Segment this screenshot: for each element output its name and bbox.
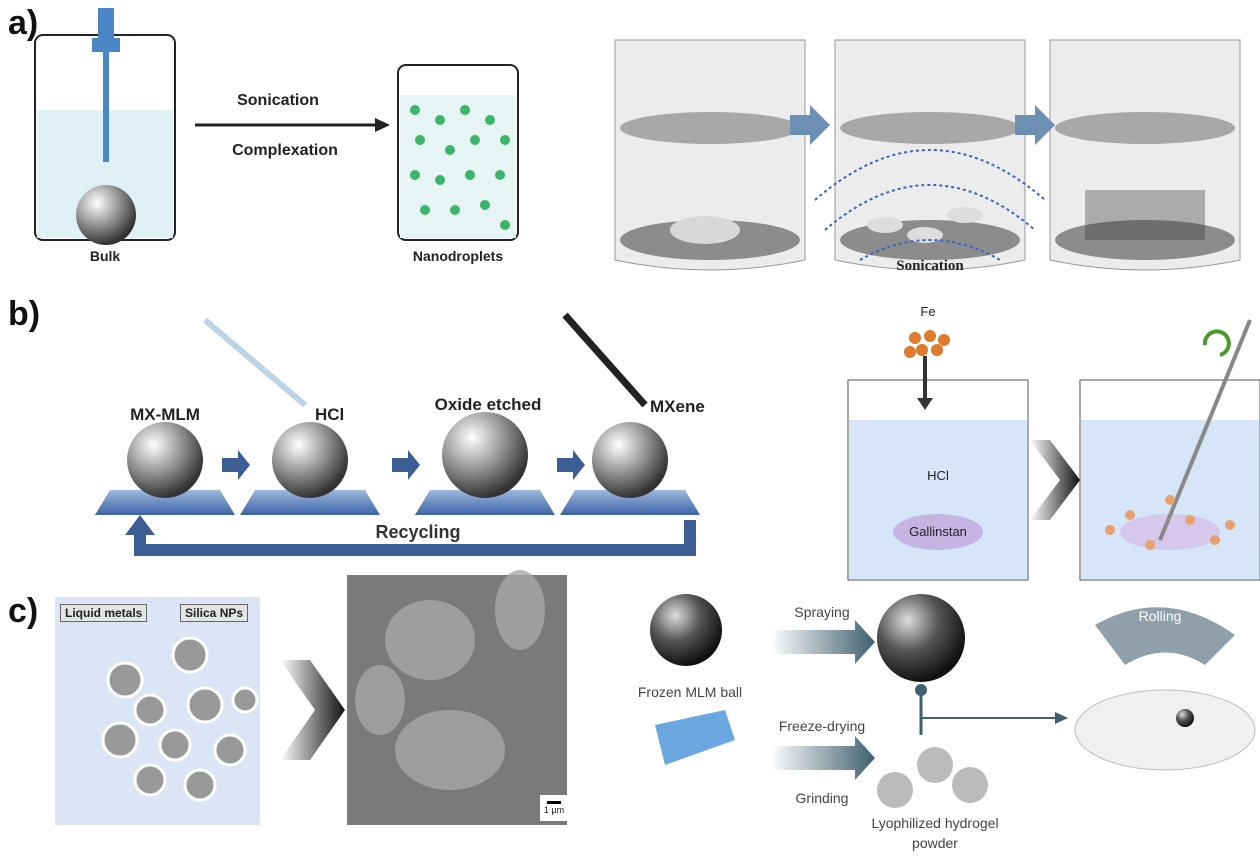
label-hcl: HCl: [315, 405, 345, 424]
label-powder-1: Lyophilized hydrogel: [871, 815, 999, 831]
label-fe: Fe: [920, 304, 936, 319]
label-frozen-ball: Frozen MLM ball: [637, 684, 743, 700]
label-freeze-drying: Freeze-drying: [778, 718, 866, 734]
label-beaker-sonication: Sonication: [896, 258, 964, 274]
recycling-process: [95, 312, 700, 556]
panel-label-b: b): [8, 295, 41, 333]
label-complexation: Complexation: [232, 142, 338, 159]
scale-bar-label: 1 µm: [543, 805, 565, 815]
panel-label-a: a): [8, 4, 39, 42]
label-gallinstan: Gallinstan: [909, 524, 967, 539]
beaker-series: [614, 39, 1241, 271]
label-liquid-metals: Liquid metals: [60, 604, 148, 622]
label-silica-nps: Silica NPs: [180, 604, 249, 622]
label-oxide-etched: Oxide etched: [434, 395, 542, 414]
bulk-beaker: [34, 8, 176, 245]
label-beaker-hcl: HCl: [927, 468, 949, 483]
label-grinding: Grinding: [795, 790, 849, 806]
label-spraying: Spraying: [794, 604, 850, 620]
panel-label-c: c): [8, 592, 39, 630]
label-bulk: Bulk: [89, 248, 121, 264]
label-nanodroplets: Nanodroplets: [412, 248, 504, 264]
label-rolling: Rolling: [1138, 608, 1182, 624]
label-mx-mlm: MX-MLM: [130, 405, 200, 424]
label-powder-2: powder: [912, 835, 958, 851]
nanodroplets-beaker: [397, 64, 519, 241]
label-sonication: Sonication: [237, 92, 319, 109]
label-mxene: MXene: [650, 397, 705, 416]
fe-beakers: [847, 319, 1260, 581]
silica-schematic: [55, 597, 260, 825]
label-recycling: Recycling: [375, 522, 461, 542]
